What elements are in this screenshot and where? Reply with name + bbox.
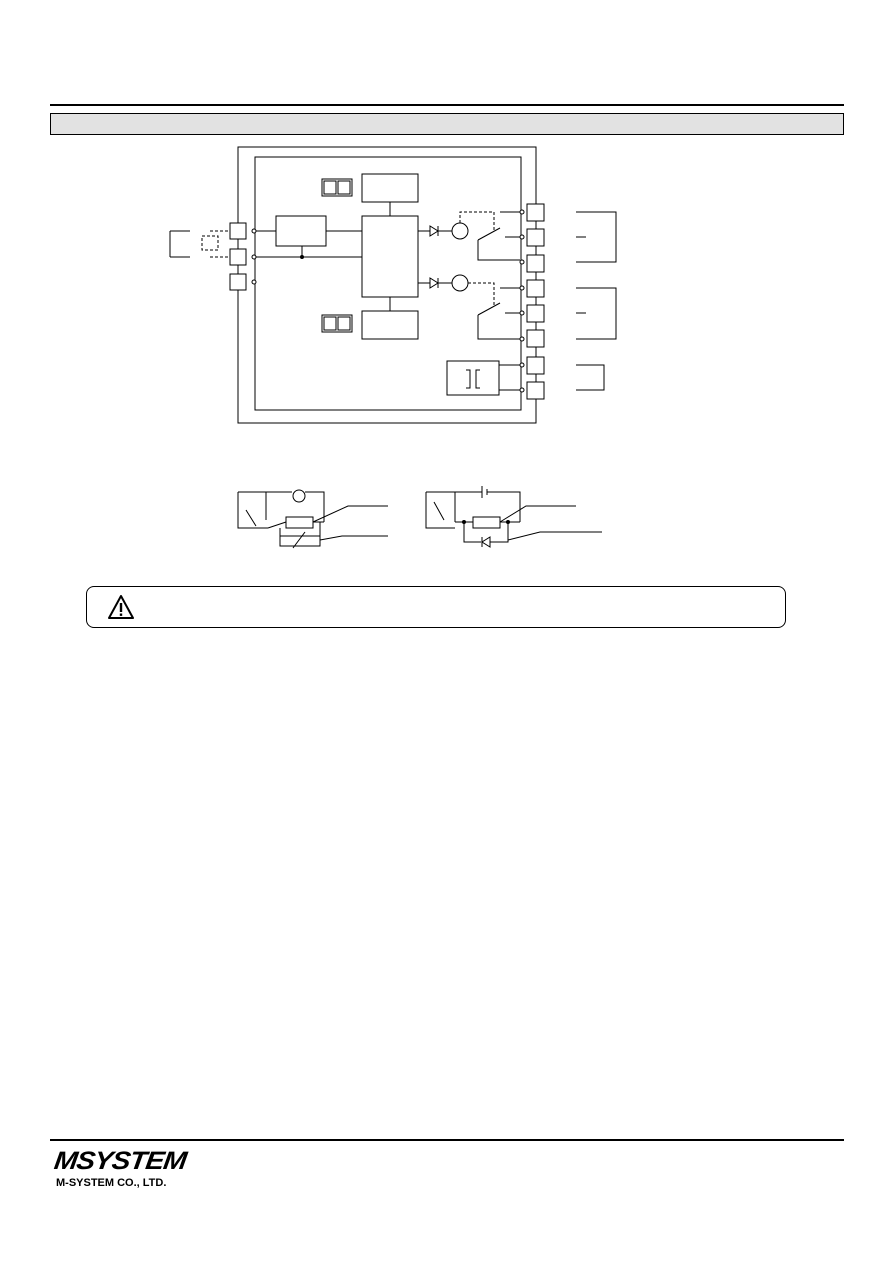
logo-mark: MSYSTEM — [52, 1146, 188, 1175]
input-node-2 — [251, 254, 257, 260]
input-terminal-2 — [229, 248, 247, 266]
warning-triangle-icon — [108, 595, 134, 619]
housing-outer — [237, 146, 537, 424]
input-sensor — [169, 230, 230, 258]
input-node-3 — [251, 279, 257, 285]
display-1 — [321, 178, 353, 197]
relay-1 — [418, 211, 520, 261]
setting-block-1 — [361, 173, 419, 203]
warning-box — [86, 586, 786, 628]
contact-protection-dc — [425, 486, 602, 548]
company-name: M-SYSTEM CO., LTD. — [56, 1177, 167, 1189]
output-brackets — [576, 211, 617, 391]
input-terminal-1 — [229, 222, 247, 240]
display-2 — [321, 314, 353, 333]
input-node-1 — [251, 228, 257, 234]
company-logo: MSYSTEM M-SYSTEM CO., LTD. — [52, 1146, 188, 1189]
top-rule — [50, 104, 844, 106]
cpu-block — [361, 215, 419, 298]
relay-2 — [418, 274, 520, 340]
block-diagram — [169, 146, 617, 549]
input-terminal-3 — [229, 273, 247, 291]
output-terminals — [519, 203, 545, 400]
bottom-rule — [50, 1139, 844, 1141]
setting-block-2 — [361, 310, 419, 340]
input-circuit-block — [275, 215, 327, 247]
section-header-bar — [50, 113, 844, 135]
housing-inner — [254, 156, 522, 411]
contact-protection-ac — [237, 489, 388, 549]
power-supply-block — [446, 360, 500, 396]
